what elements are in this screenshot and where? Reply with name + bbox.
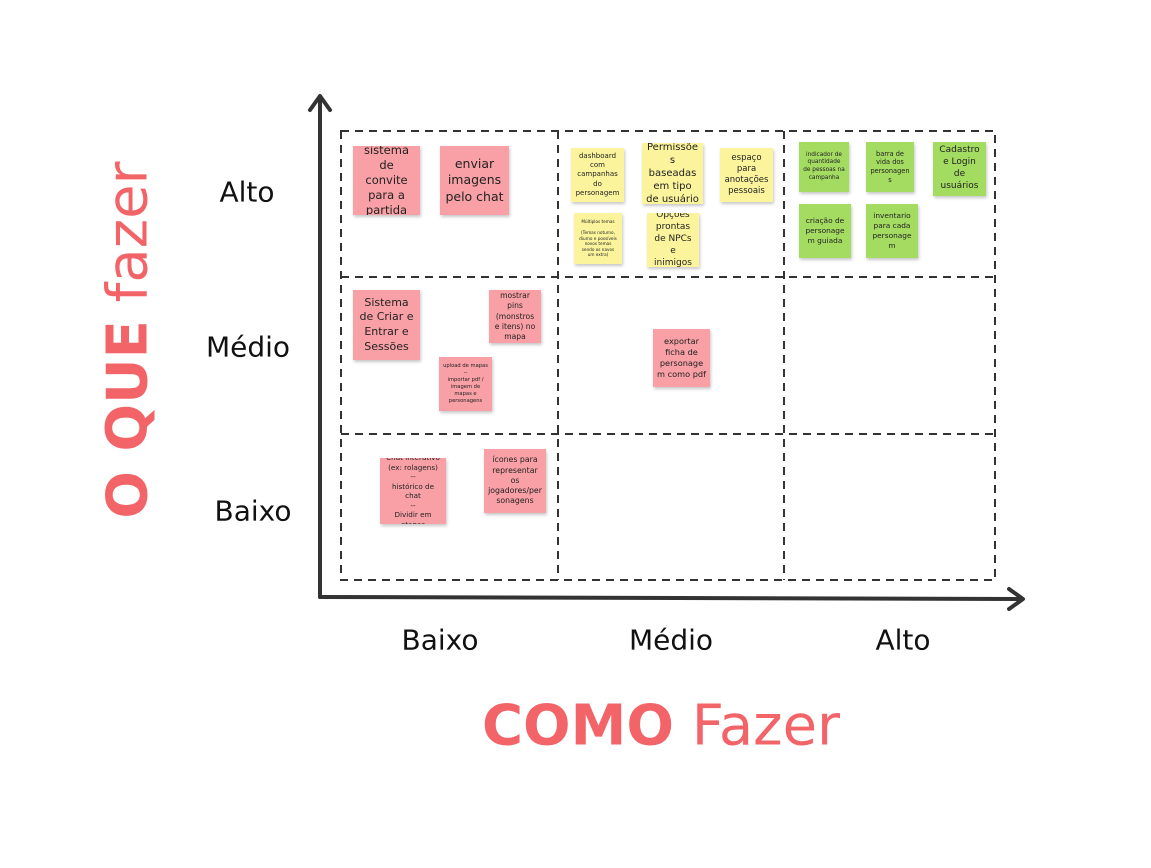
x-level-alto: Alto (875, 623, 931, 657)
sticky-note-permissoes[interactable]: Permissões baseadas em tipo de usuário (642, 143, 703, 204)
sticky-note-upload-mapas[interactable]: upload de mapas -- importar pdf / imagem… (439, 357, 492, 411)
x-axis-arrowhead (1007, 587, 1025, 611)
sticky-note-chat-interativo[interactable]: Chat interativo (ex: rolagens) -- histór… (380, 458, 446, 524)
quadrant-grid (340, 130, 996, 581)
y-level-baixo: Baixo (214, 494, 292, 528)
x-axis-line (318, 595, 1023, 601)
y-axis-arrowhead (308, 94, 332, 112)
sticky-note-dashboard[interactable]: dashboard com campanhas do personagem (571, 148, 624, 202)
sticky-note-multiplos-temas[interactable]: Múltiplos temas (Temas noturno, diurno e… (574, 213, 622, 264)
sticky-note-criacao-personagem[interactable]: criação de personagem guiada (799, 204, 851, 258)
sticky-note-cadastro-login[interactable]: Cadastro e Login de usuários (933, 142, 986, 196)
x-axis-title-bold: COMO (481, 693, 674, 759)
x-axis-title: COMO Fazer (482, 694, 840, 759)
sticky-note-espaco-anotacoes[interactable]: espaço para anotações pessoais (720, 148, 773, 202)
sticky-note-sistema-criar-sessoes[interactable]: Sistema de Criar e Entrar e Sessões (353, 290, 420, 360)
sticky-note-enviar-imagens[interactable]: enviar imagens pelo chat (440, 146, 509, 215)
y-level-alto: Alto (219, 175, 275, 209)
sticky-note-icones[interactable]: ícones para representar os jogadores/per… (484, 449, 546, 513)
x-level-baixo: Baixo (401, 623, 479, 657)
y-axis-title: O QUE fazer (96, 161, 161, 518)
grid-outer-border (340, 130, 996, 581)
sticky-note-inventario[interactable]: inventario para cada personagem (866, 204, 918, 258)
sticky-note-barra-de-vida[interactable]: barra de vida dos personagens (866, 142, 914, 192)
x-level-medio: Médio (628, 623, 714, 657)
sticky-note-mostrar-pins[interactable]: mostrar pins (monstros e itens) no mapa (489, 290, 541, 343)
y-axis-title-bold: O QUE (95, 320, 161, 519)
sticky-note-indicador-quantidade[interactable]: indicador de quantidade de pessoas na ca… (799, 142, 849, 192)
y-axis-title-light: fazer (95, 161, 161, 303)
sticky-note-exportar-ficha[interactable]: exportar ficha de personagem como pdf (653, 329, 710, 387)
sticky-note-opcoes-prontas[interactable]: Opções prontas de NPCs e inimigos (647, 213, 699, 267)
x-axis-title-light: Fazer (691, 693, 841, 759)
axis-arrows (308, 94, 1025, 611)
y-level-medio: Médio (205, 330, 291, 364)
sticky-note-sistema-de-convite[interactable]: sistema de convite para a partida (353, 146, 420, 215)
